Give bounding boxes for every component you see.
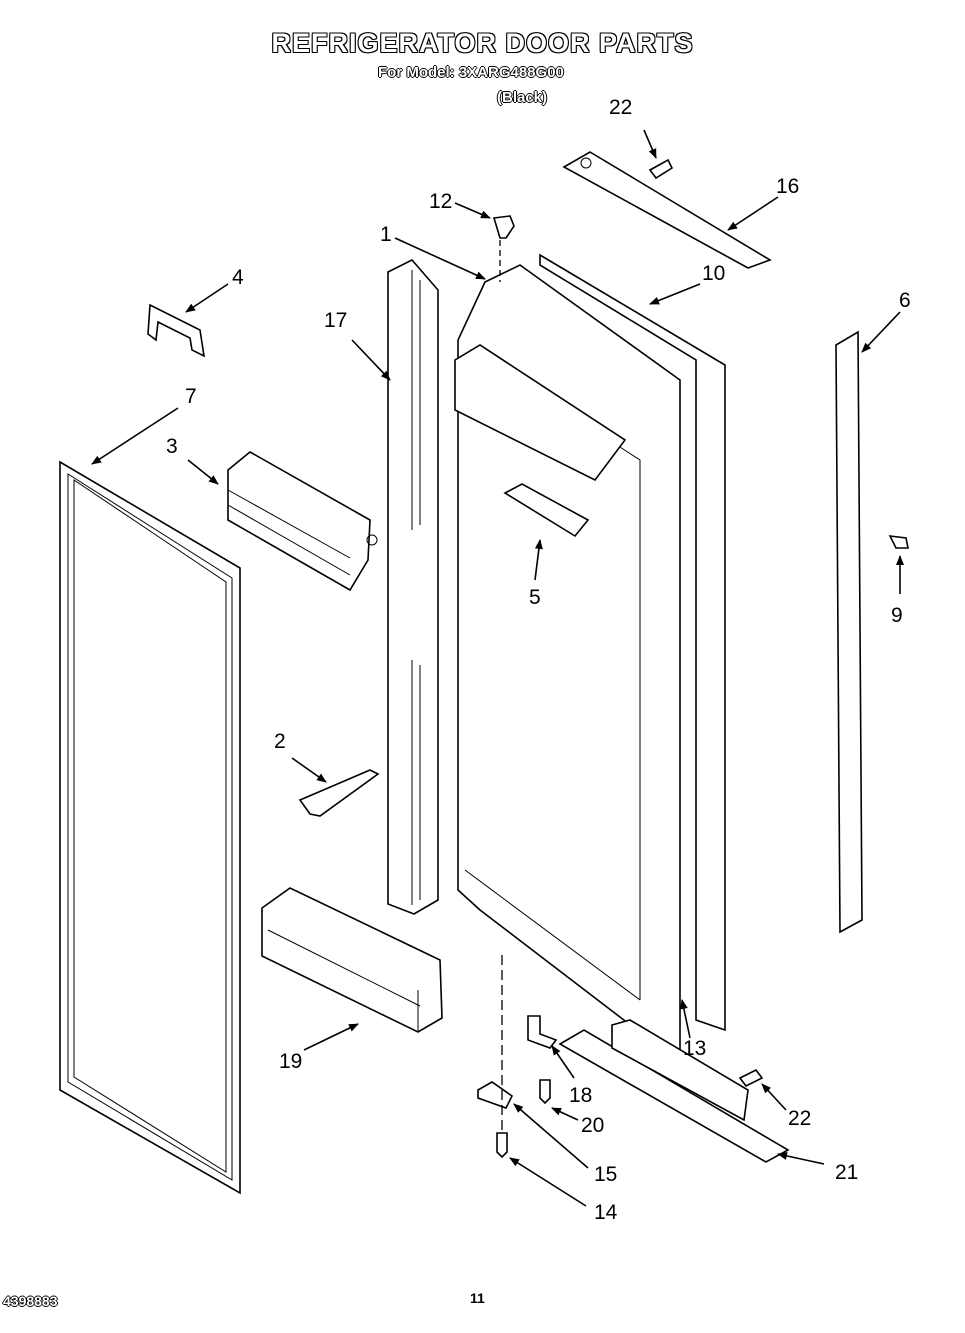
leader-14 xyxy=(509,1157,587,1207)
screw-part xyxy=(648,158,674,180)
hinge-pin-part xyxy=(527,1015,558,1049)
clip-part xyxy=(147,303,206,358)
callout-18: 18 xyxy=(569,1084,592,1107)
leader-6 xyxy=(861,311,901,353)
document-number: 4398883 xyxy=(3,1293,58,1309)
variant-label: (Black) xyxy=(497,89,548,106)
callout-12: 12 xyxy=(429,190,452,213)
leader-13 xyxy=(679,999,691,1039)
plug-part xyxy=(492,215,515,239)
top-trim-part xyxy=(562,151,772,269)
leader-2 xyxy=(291,757,327,783)
page-number: 11 xyxy=(470,1290,485,1306)
callout-19: 19 xyxy=(279,1050,302,1073)
screw-part xyxy=(738,1068,764,1088)
screw-part xyxy=(888,535,909,549)
callout-15: 15 xyxy=(594,1163,617,1186)
callout-6: 6 xyxy=(899,289,911,312)
outer-door-part xyxy=(539,253,726,1032)
callout-1: 1 xyxy=(380,223,392,246)
callout-22: 22 xyxy=(609,96,632,119)
door-gasket-part xyxy=(59,460,241,1195)
leader-12 xyxy=(454,202,491,219)
callout-3: 3 xyxy=(166,435,178,458)
leader-22b xyxy=(761,1083,787,1111)
screw-part xyxy=(539,1079,551,1105)
callout-9: 9 xyxy=(891,604,903,627)
door-liner-part xyxy=(454,264,681,1052)
hinge-strip-part xyxy=(835,330,863,934)
callout-7: 7 xyxy=(185,385,197,408)
leader-10 xyxy=(649,283,701,305)
small-bin-part xyxy=(503,483,590,538)
leader-1 xyxy=(394,237,486,280)
dispenser-trim-part xyxy=(227,451,378,592)
leader-3 xyxy=(187,459,219,485)
callout-10: 10 xyxy=(702,262,725,285)
callout-13: 13 xyxy=(683,1037,706,1060)
leader-7 xyxy=(91,407,179,465)
page-title: REFRIGERATOR DOOR PARTS xyxy=(271,28,694,58)
leader-21 xyxy=(777,1152,825,1165)
leader-20 xyxy=(551,1107,579,1121)
leader-19 xyxy=(303,1023,359,1051)
cam-part xyxy=(477,1081,514,1109)
trim-strip-part xyxy=(387,259,439,915)
leader-5 xyxy=(534,539,543,581)
callout-22: 22 xyxy=(788,1107,811,1130)
leader-15 xyxy=(513,1103,589,1169)
callout-16: 16 xyxy=(776,175,799,198)
screw-part xyxy=(496,1132,508,1159)
leader-17 xyxy=(351,339,391,381)
callout-4: 4 xyxy=(232,266,244,289)
leader-18 xyxy=(551,1045,575,1079)
bottom-trim-part xyxy=(558,1019,790,1163)
leader-22a xyxy=(643,129,657,159)
callout-14: 14 xyxy=(594,1201,618,1224)
model-line: For Model: 3XARG488G00 xyxy=(378,64,564,81)
leader-16 xyxy=(727,196,779,231)
leader-4 xyxy=(185,283,229,313)
callout-17: 17 xyxy=(324,309,347,332)
bracket-part xyxy=(298,769,380,817)
callout-5: 5 xyxy=(529,586,541,609)
callout-21: 21 xyxy=(835,1161,858,1184)
callout-2: 2 xyxy=(274,730,286,753)
door-bin-part xyxy=(261,887,443,1033)
callout-20: 20 xyxy=(581,1114,604,1137)
